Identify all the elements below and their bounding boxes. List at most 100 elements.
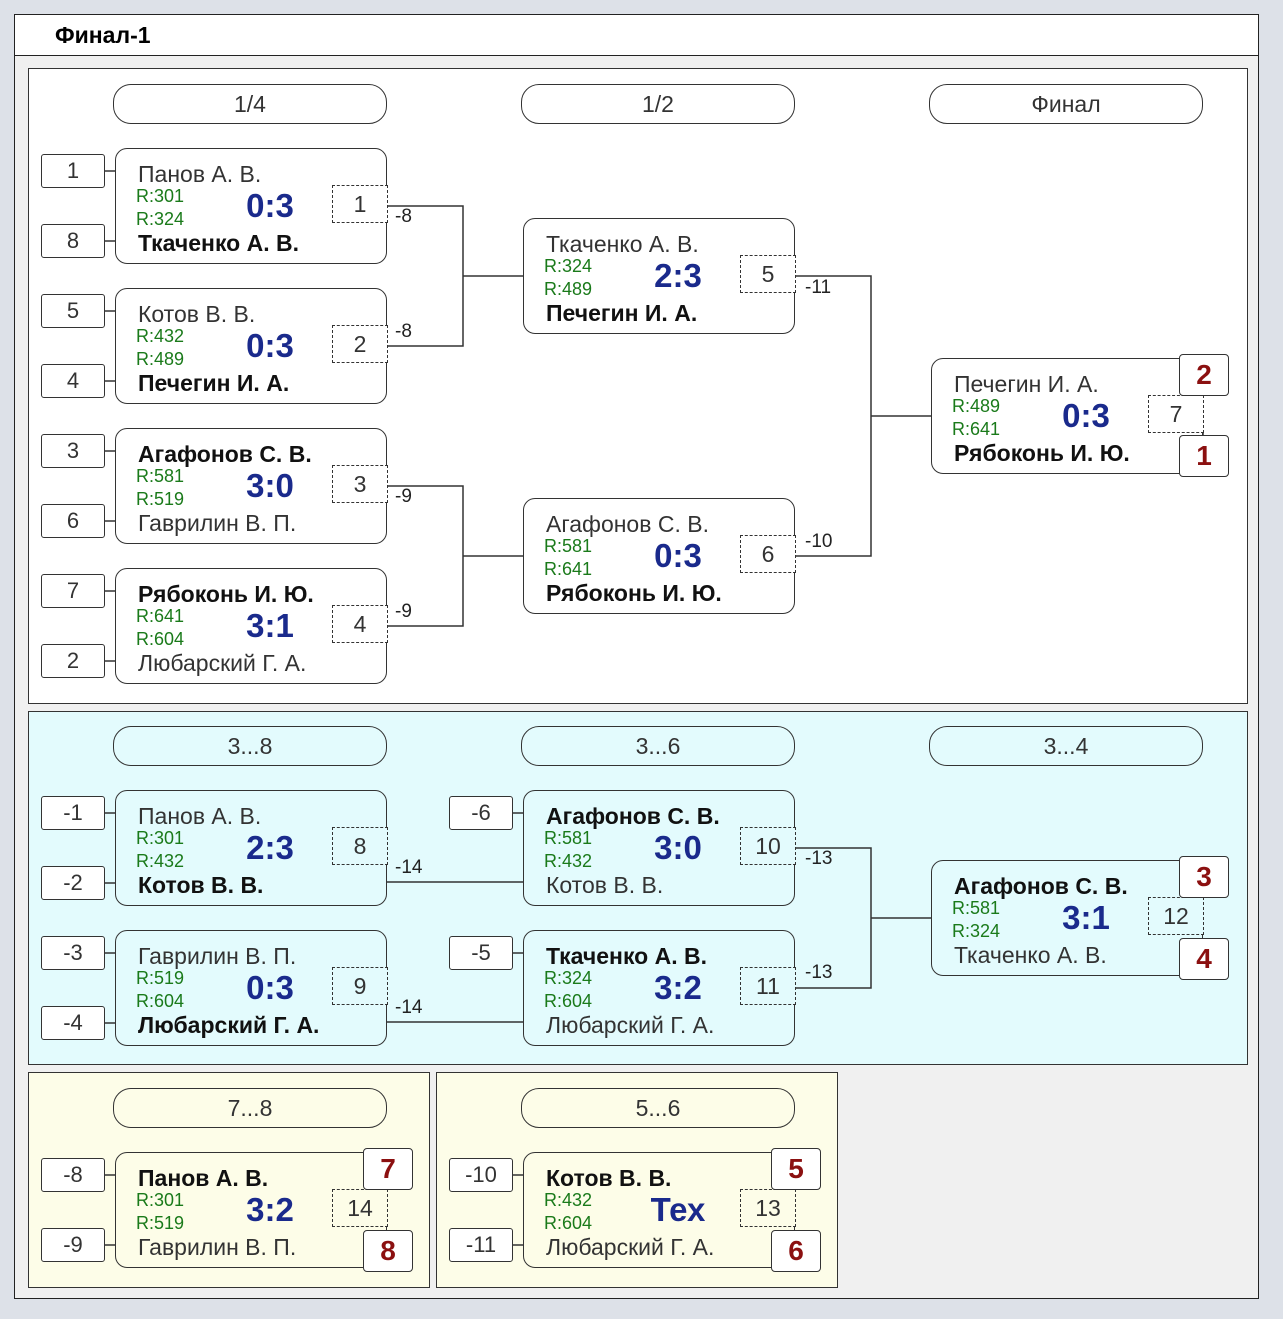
- player-name: Котов В. В.: [546, 872, 664, 898]
- match-number: 8: [332, 827, 388, 865]
- loser-destination: -14: [395, 997, 423, 1018]
- player-rating: R:604: [136, 991, 185, 1011]
- player-name-winner: Печегин И. А.: [546, 300, 698, 326]
- round-label-quarterfinal: 1/4: [113, 84, 387, 124]
- loser-destination: -13: [805, 962, 833, 983]
- player-rating: R:301: [136, 828, 185, 848]
- player-name-winner: Агафонов С. В.: [546, 803, 720, 829]
- player-rating: R:489: [952, 396, 1001, 416]
- page-title: Финал-1: [55, 22, 151, 48]
- loser-destination: -8: [395, 321, 412, 342]
- place-badge: 5: [771, 1148, 821, 1190]
- player-rating: R:301: [136, 1190, 185, 1210]
- seed-box: -5: [449, 936, 513, 970]
- player-name-winner: Агафонов С. В.: [138, 441, 312, 467]
- match-card[interactable]: Агафонов С. В. R:581 R:519 3:0 3 Гаврили…: [115, 428, 388, 544]
- place-badge: 3: [1179, 856, 1229, 898]
- match-card-final[interactable]: Печегин И. А. R:489 R:641 0:3 7 Рябоконь…: [931, 358, 1204, 474]
- match-score: 2:3: [654, 257, 702, 294]
- place-badge: 1: [1179, 435, 1229, 477]
- match-card[interactable]: Панов А. В. R:301 R:432 2:3 8 Котов В. В…: [115, 790, 388, 906]
- player-rating: R:641: [544, 559, 593, 579]
- match-number: 5: [740, 255, 796, 293]
- seed-box: -4: [41, 1006, 105, 1040]
- match-card[interactable]: Агафонов С. В. R:581 R:324 3:1 12 Ткачен…: [931, 860, 1204, 976]
- loser-destination: -9: [395, 601, 412, 622]
- place-badge: 7: [363, 1148, 413, 1190]
- match-card[interactable]: Панов А. В. R:301 R:324 0:3 1 Ткаченко А…: [115, 148, 388, 264]
- match-score: 0:3: [1062, 397, 1110, 434]
- player-rating: R:519: [136, 489, 185, 509]
- match-number: 12: [1148, 897, 1204, 935]
- match-number: 9: [332, 967, 388, 1005]
- loser-destination: -11: [805, 277, 832, 298]
- match-card[interactable]: Агафонов С. В. R:581 R:641 0:3 6 Рябокон…: [523, 498, 796, 614]
- match-number: 10: [740, 827, 796, 865]
- player-name-winner: Котов В. В.: [138, 872, 264, 898]
- match-number: 6: [740, 535, 796, 573]
- round-label-3-4: 3...4: [929, 726, 1203, 766]
- match-score: 3:2: [246, 1191, 294, 1228]
- seed-box: -11: [449, 1228, 513, 1262]
- player-name: Гаврилин В. П.: [138, 943, 297, 969]
- match-card[interactable]: Ткаченко А. В. R:324 R:604 3:2 11 Любарс…: [523, 930, 796, 1046]
- match-number: 2: [332, 325, 388, 363]
- loser-destination: -9: [395, 486, 412, 507]
- player-rating: R:581: [544, 536, 593, 556]
- player-rating: R:432: [544, 851, 593, 871]
- match-card[interactable]: Котов В. В. R:432 R:489 0:3 2 Печегин И.…: [115, 288, 388, 404]
- match-card[interactable]: Гаврилин В. П. R:519 R:604 0:3 9 Любарск…: [115, 930, 388, 1046]
- seed-box: -8: [41, 1158, 105, 1192]
- match-card[interactable]: Агафонов С. В. R:581 R:432 3:0 10 Котов …: [523, 790, 796, 906]
- match-card[interactable]: Ткаченко А. В. R:324 R:489 2:3 5 Печегин…: [523, 218, 796, 334]
- match-card[interactable]: Рябоконь И. Ю. R:641 R:604 3:1 4 Любарск…: [115, 568, 388, 684]
- player-name-winner: Любарский Г. А.: [138, 1012, 320, 1038]
- round-label-5-6: 5...6: [521, 1088, 795, 1128]
- seed-box: 4: [41, 364, 105, 398]
- match-score: 3:0: [654, 829, 702, 866]
- player-name: Гаврилин В. П.: [138, 510, 297, 536]
- player-rating: R:641: [952, 419, 1001, 439]
- player-name-winner: Панов А. В.: [138, 1165, 269, 1191]
- loser-destination: -10: [805, 531, 833, 552]
- place-badge: 6: [771, 1230, 821, 1272]
- player-rating: R:489: [544, 279, 593, 299]
- player-name: Котов В. В.: [138, 301, 256, 327]
- match-score: 3:1: [1062, 899, 1110, 936]
- player-name-winner: Котов В. В.: [546, 1165, 672, 1191]
- place-badge: 4: [1179, 938, 1229, 980]
- match-number: 14: [332, 1189, 388, 1227]
- player-rating: R:519: [136, 1213, 185, 1233]
- player-name: Ткаченко А. В.: [954, 942, 1107, 968]
- player-rating: R:432: [544, 1190, 593, 1210]
- seed-box: 3: [41, 434, 105, 468]
- seed-box: -2: [41, 866, 105, 900]
- places-5-6-section: 5...6 -10 -11 Котов В. В. R:432 R:604 Те…: [436, 1072, 838, 1288]
- player-name-winner: Агафонов С. В.: [954, 873, 1128, 899]
- match-card[interactable]: Котов В. В. R:432 R:604 Тех 13 Любарский…: [523, 1152, 796, 1268]
- player-name: Любарский Г. А.: [546, 1012, 715, 1038]
- player-rating: R:581: [952, 898, 1001, 918]
- loser-destination: -8: [395, 206, 412, 227]
- player-name-winner: Ткаченко А. В.: [138, 230, 299, 256]
- match-score: 0:3: [654, 537, 702, 574]
- round-label-semifinal: 1/2: [521, 84, 795, 124]
- match-number: 3: [332, 465, 388, 503]
- seed-box: -1: [41, 796, 105, 830]
- player-name: Панов А. В.: [138, 161, 262, 187]
- seed-box: 7: [41, 574, 105, 608]
- player-name: Панов А. В.: [138, 803, 262, 829]
- match-number: 4: [332, 605, 388, 643]
- loser-destination: -14: [395, 857, 423, 878]
- places-7-8-section: 7...8 -8 -9 Панов А. В. R:301 R:519 3:2 …: [28, 1072, 430, 1288]
- player-rating: R:324: [544, 256, 593, 276]
- match-number: 7: [1148, 395, 1204, 433]
- match-number: 11: [740, 967, 796, 1005]
- header-bar: Финал-1: [14, 14, 1259, 56]
- player-name-winner: Рябоконь И. Ю.: [138, 581, 314, 607]
- match-number: 13: [740, 1189, 796, 1227]
- player-rating: R:489: [136, 349, 185, 369]
- match-card[interactable]: Панов А. В. R:301 R:519 3:2 14 Гаврилин …: [115, 1152, 388, 1268]
- seed-box: -10: [449, 1158, 513, 1192]
- player-name: Ткаченко А. В.: [546, 231, 699, 257]
